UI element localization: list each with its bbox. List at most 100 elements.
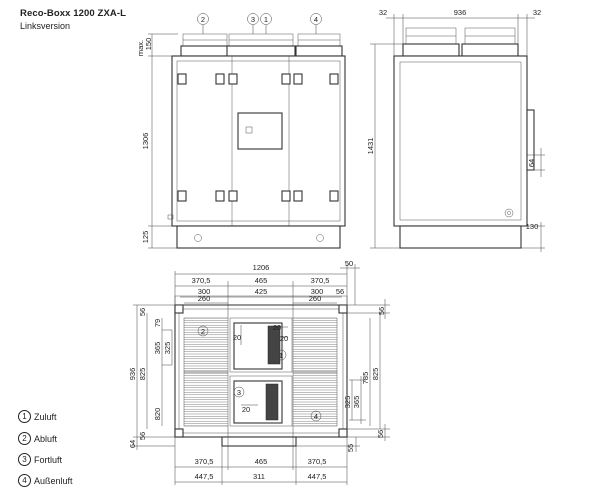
svg-text:1431: 1431 — [366, 138, 375, 155]
svg-text:370,5: 370,5 — [311, 276, 330, 285]
svg-text:4: 4 — [314, 15, 318, 24]
legend-number: 2 — [18, 432, 31, 445]
filter-aussenluft — [292, 371, 338, 427]
top-inner-dims: 20 20 20 20 — [233, 323, 288, 414]
top-circle-label-2: 2 — [197, 325, 209, 337]
svg-text:64: 64 — [527, 159, 536, 167]
legend-number: 3 — [18, 453, 31, 466]
svg-text:56: 56 — [376, 430, 385, 438]
svg-text:150: 150 — [144, 38, 153, 51]
top-left-dims: 936 825 56 56 79 365 325 820 64 — [128, 304, 175, 450]
legend-item-abluft: 2 Abluft — [18, 432, 57, 445]
top-dim-chains: 1206 50 370,5 465 370,5 300 425 300 56 2… — [174, 259, 360, 318]
svg-text:325: 325 — [163, 342, 172, 355]
svg-text:1206: 1206 — [253, 263, 270, 272]
front-circle-label-4: 4 — [310, 13, 322, 34]
front-circle-label-2: 2 — [197, 13, 209, 34]
svg-text:260: 260 — [198, 294, 211, 303]
svg-text:1306: 1306 — [141, 133, 150, 150]
svg-text:max.: max. — [136, 40, 145, 56]
front-base-frame — [176, 225, 341, 249]
svg-text:370,5: 370,5 — [308, 457, 327, 466]
legend-number: 4 — [18, 474, 31, 487]
svg-text:365: 365 — [352, 396, 361, 409]
svg-text:936: 936 — [128, 368, 137, 381]
svg-text:1: 1 — [279, 351, 283, 360]
svg-text:20: 20 — [242, 405, 250, 414]
legend-number: 1 — [18, 410, 31, 423]
top-circle-label-3: 3 — [233, 386, 245, 398]
svg-text:20: 20 — [273, 323, 281, 332]
drawing-title: Reco-Boxx 1200 ZXA-L — [20, 8, 127, 19]
svg-text:79: 79 — [153, 319, 162, 327]
svg-text:825: 825 — [371, 368, 380, 381]
top-view: 20 20 20 20 2 1 3 4 — [128, 259, 390, 485]
svg-text:465: 465 — [255, 457, 268, 466]
svg-text:2: 2 — [201, 327, 205, 336]
front-circle-label-3: 3 — [247, 13, 259, 34]
top-right-dims: 56 825 785 325 365 56 55 — [296, 299, 390, 452]
svg-text:465: 465 — [255, 276, 268, 285]
svg-text:50: 50 — [345, 259, 353, 268]
svg-text:130: 130 — [526, 222, 539, 231]
svg-text:260: 260 — [309, 294, 322, 303]
svg-text:300: 300 — [311, 287, 324, 296]
svg-text:1: 1 — [264, 15, 268, 24]
top-circle-label-1: 1 — [275, 349, 287, 361]
svg-text:64: 64 — [128, 440, 137, 448]
svg-text:55: 55 — [346, 444, 355, 452]
svg-text:311: 311 — [253, 472, 265, 481]
legend-label: Außenluft — [34, 475, 73, 486]
svg-text:365: 365 — [153, 342, 162, 355]
filter-zuluft — [292, 317, 338, 373]
svg-text:447,5: 447,5 — [308, 472, 327, 481]
front-latches — [177, 73, 339, 202]
svg-text:447,5: 447,5 — [195, 472, 214, 481]
drawing-subtitle: Linksversion — [20, 21, 71, 31]
svg-text:56: 56 — [138, 308, 147, 316]
side-base-frame — [399, 225, 522, 249]
legend-label: Zuluft — [34, 411, 57, 422]
side-cabinet — [393, 55, 528, 227]
legend-label: Fortluft — [34, 454, 63, 465]
front-view: 2 3 1 4 max. 150 1306 125 — [136, 13, 346, 249]
front-circle-label-1: 1 — [260, 13, 272, 34]
svg-text:4: 4 — [314, 412, 318, 421]
side-duct-collars — [402, 27, 519, 57]
side-view: 32 936 32 1431 64 130 — [366, 8, 545, 252]
svg-text:20: 20 — [233, 333, 241, 342]
filter-abluft — [183, 317, 229, 373]
front-height-dims: max. 150 1306 125 — [136, 33, 178, 249]
legend-item-zuluft: 1 Zuluft — [18, 410, 57, 423]
legend-item-fortluft: 3 Fortluft — [18, 453, 62, 466]
svg-text:300: 300 — [198, 287, 211, 296]
svg-text:2: 2 — [201, 15, 205, 24]
svg-text:425: 425 — [255, 287, 268, 296]
svg-text:125: 125 — [141, 231, 150, 244]
top-circle-label-4: 4 — [310, 410, 322, 422]
top-bottom-dims: 370,5 465 370,5 447,5 311 447,5 — [174, 426, 348, 485]
svg-text:56: 56 — [138, 432, 147, 440]
svg-text:56: 56 — [336, 287, 344, 296]
side-height-dims: 1431 — [366, 43, 403, 249]
svg-text:3: 3 — [237, 388, 241, 397]
svg-text:325: 325 — [343, 396, 352, 409]
control-panel — [237, 112, 283, 150]
svg-text:56: 56 — [377, 307, 386, 315]
legend-label: Abluft — [34, 433, 58, 444]
svg-text:370,5: 370,5 — [195, 457, 214, 466]
legend-item-aussenluft: 4 Außenluft — [18, 474, 73, 487]
filter-fortluft — [183, 371, 229, 427]
svg-text:20: 20 — [280, 334, 288, 343]
svg-text:785: 785 — [361, 372, 370, 385]
side-top-dims: 32 936 32 — [379, 8, 541, 56]
side-right-dims: 64 130 — [521, 148, 545, 252]
svg-text:32: 32 — [533, 8, 541, 17]
svg-text:820: 820 — [153, 408, 162, 421]
svg-text:825: 825 — [138, 368, 147, 381]
svg-text:936: 936 — [454, 8, 467, 17]
front-duct-collars — [180, 33, 343, 57]
top-front-plate — [221, 436, 297, 447]
svg-text:370,5: 370,5 — [192, 276, 211, 285]
